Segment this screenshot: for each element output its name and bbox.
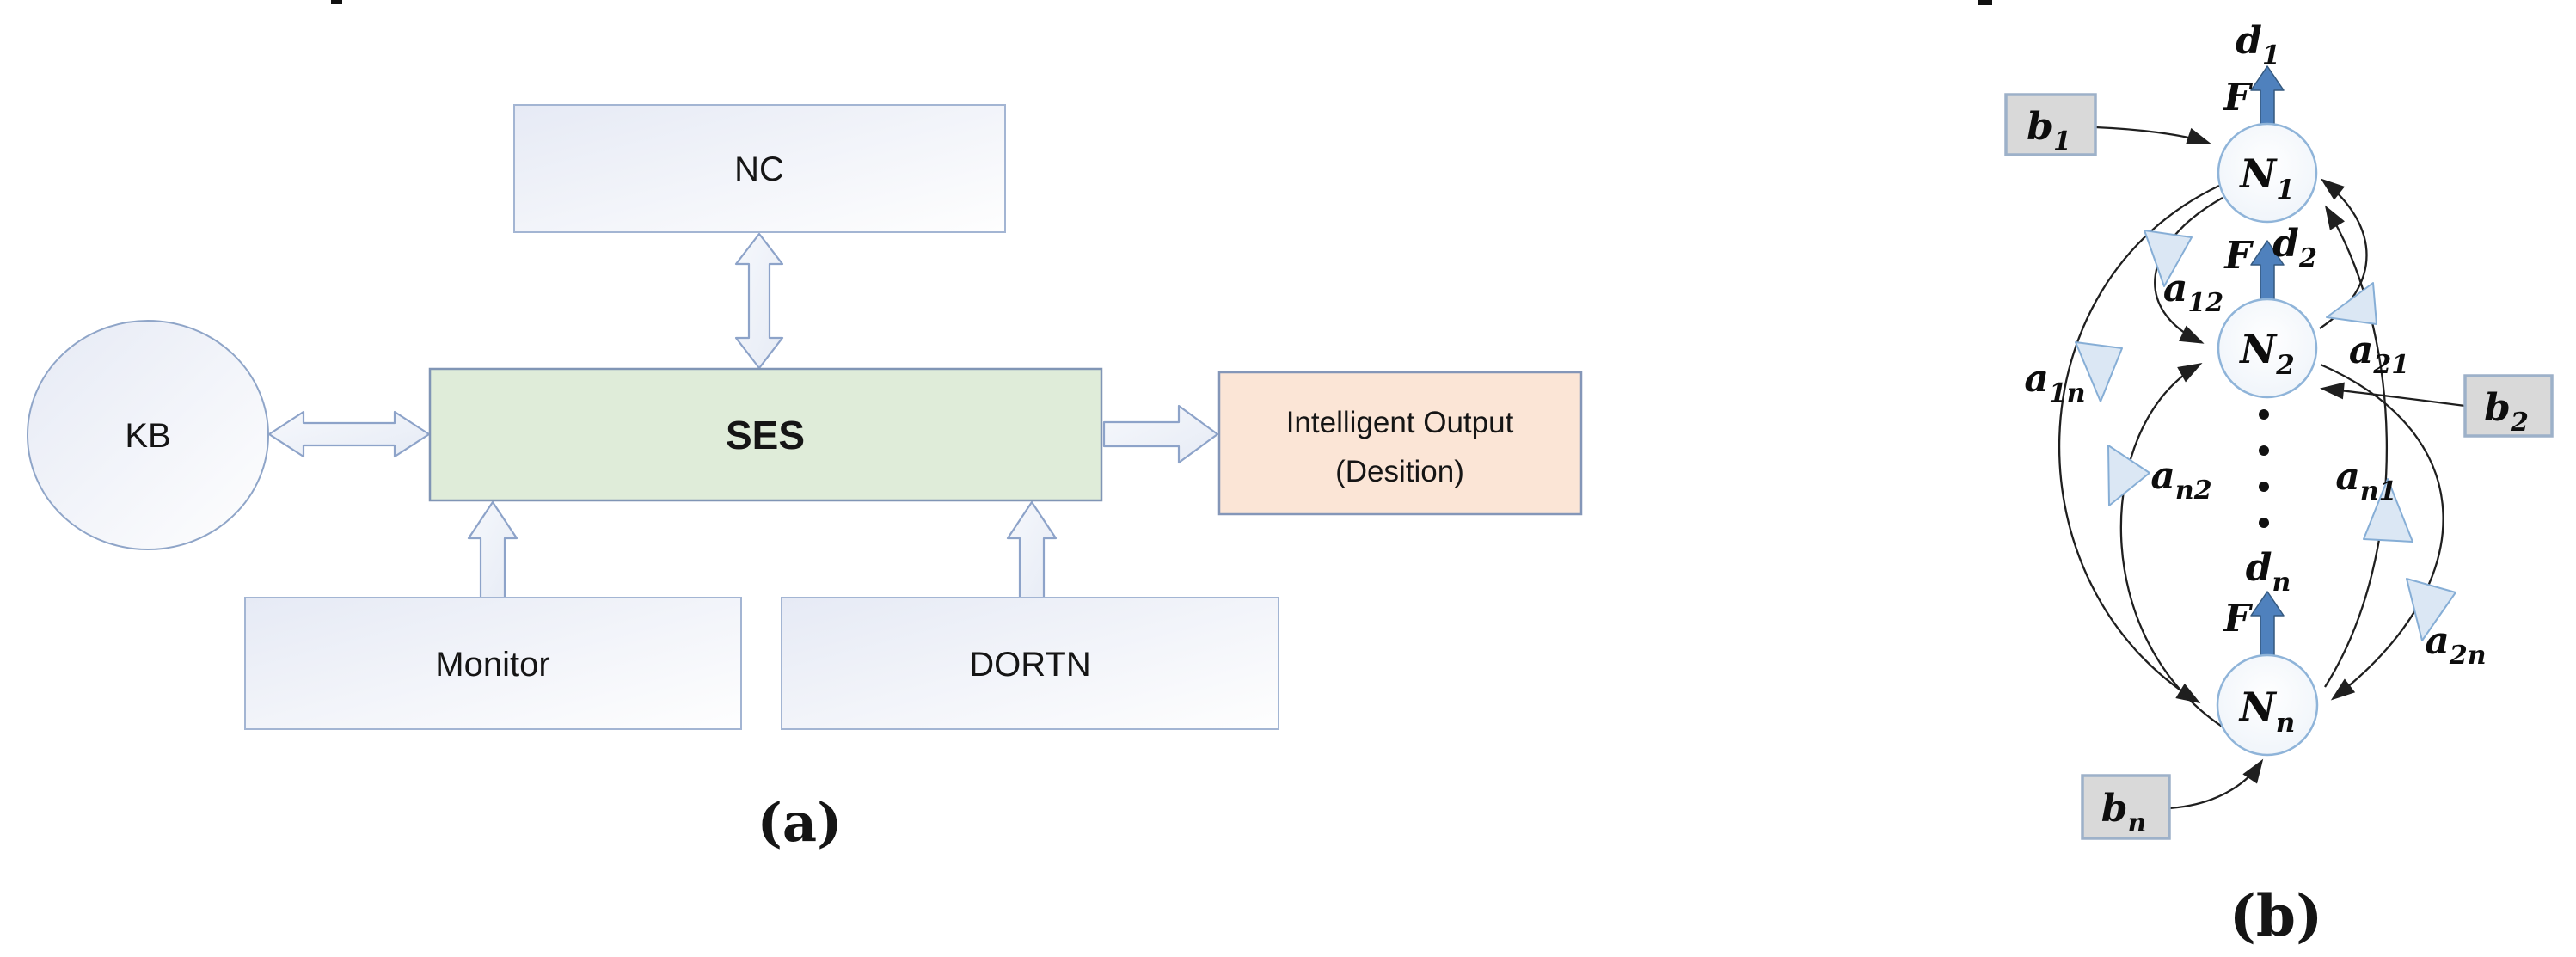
- input-label-b2: b2: [2484, 386, 2529, 438]
- input-box-b2: [2463, 374, 2554, 438]
- connector-a1n-n1-nn: [2058, 184, 2220, 704]
- kb-label: KB: [125, 417, 170, 455]
- node-nn-label: Nn: [2238, 684, 2296, 739]
- monitor-box: [244, 597, 742, 730]
- weight-triangle-an2: [2107, 445, 2150, 506]
- weight-label-a21: a21: [2349, 328, 2409, 380]
- arrow-monitor-ses: [467, 500, 518, 601]
- weight-triangle-a12: [2144, 230, 2193, 287]
- node-n2-circle: [2217, 298, 2318, 399]
- dortn-label: DORTN: [969, 646, 1090, 684]
- intelligent-output-box: [1217, 371, 1583, 516]
- weight-label-an1: an1: [2335, 455, 2396, 506]
- figure-a: NC KB SES Intelligent Output (Desition) …: [27, 104, 1583, 854]
- node-nn-circle: [2216, 653, 2319, 757]
- dortn-box: [781, 597, 1279, 730]
- double-arrow-nc-ses: [734, 232, 784, 370]
- nc-label: NC: [734, 150, 784, 188]
- weight-label-a2n: a2n: [2425, 619, 2486, 671]
- ellipsis-dot: [2259, 518, 2269, 528]
- caption-b: (b): [2229, 882, 2323, 949]
- connector-bn-nn: [2168, 758, 2264, 810]
- connector-b1-n1: [2095, 126, 2211, 144]
- arrow-ses-output: [1102, 404, 1219, 464]
- ses-box: [428, 367, 1103, 502]
- monitor-label: Monitor: [435, 646, 549, 684]
- output-label-dn: dn: [2246, 546, 2291, 598]
- weight-triangle-a2n: [2406, 578, 2456, 641]
- cropped-text-fragment: [1978, 0, 1992, 5]
- ellipsis-dot: [2259, 409, 2269, 420]
- kb-ellipse: [27, 320, 269, 550]
- node-n2-label: N2: [2238, 326, 2295, 381]
- double-arrow-kb-ses: [267, 410, 431, 458]
- weight-triangle-an1: [2363, 478, 2413, 543]
- weight-label-a1n: a1n: [2024, 357, 2085, 408]
- thick-up-arrow-dn: [2250, 591, 2285, 658]
- nc-box: [513, 104, 1006, 233]
- f-label-n: F: [2222, 597, 2253, 641]
- intelligent-output-label-line2: (Desition): [1335, 455, 1464, 488]
- weight-triangle-a1n: [2075, 341, 2123, 402]
- weight-label-an2: an2: [2150, 454, 2211, 506]
- node-n1-circle: [2217, 122, 2318, 224]
- output-label-d2: d2: [2272, 222, 2317, 273]
- output-label-d1: d1: [2236, 19, 2280, 71]
- connector-b2-n2: [2320, 382, 2466, 408]
- ellipsis-dot: [2259, 482, 2269, 492]
- thick-up-arrow-d1: [2250, 65, 2285, 126]
- figure-b: N1 N2 Nn d1 F d2 F dn F b1 b2 bn a12 a21…: [2004, 19, 2554, 949]
- weight-label-a12: a12: [2163, 267, 2223, 318]
- weight-triangle-a21: [2326, 282, 2377, 325]
- f-label-2: F: [2223, 234, 2254, 278]
- arrow-dortn-ses: [1006, 500, 1058, 601]
- intelligent-output-label-line1: Intelligent Output: [1286, 406, 1514, 439]
- connector-an1-nn-n1: [2324, 205, 2388, 688]
- connector-a2n-n2-nn: [2320, 363, 2444, 701]
- input-label-b1: b1: [2027, 105, 2071, 156]
- cropped-text-fragment: [331, 0, 342, 4]
- connector-an2-nn-n2: [2119, 363, 2229, 732]
- ellipsis-dot: [2259, 445, 2269, 456]
- caption-a: (a): [757, 791, 843, 854]
- f-label-1: F: [2222, 76, 2253, 120]
- input-box-b1: [2004, 93, 2097, 156]
- connector-a12-n1-n2: [2154, 196, 2223, 344]
- input-label-bn: bn: [2101, 787, 2147, 838]
- ses-label: SES: [726, 413, 805, 457]
- node-n1-label: N1: [2238, 150, 2295, 206]
- input-box-bn: [2081, 774, 2171, 840]
